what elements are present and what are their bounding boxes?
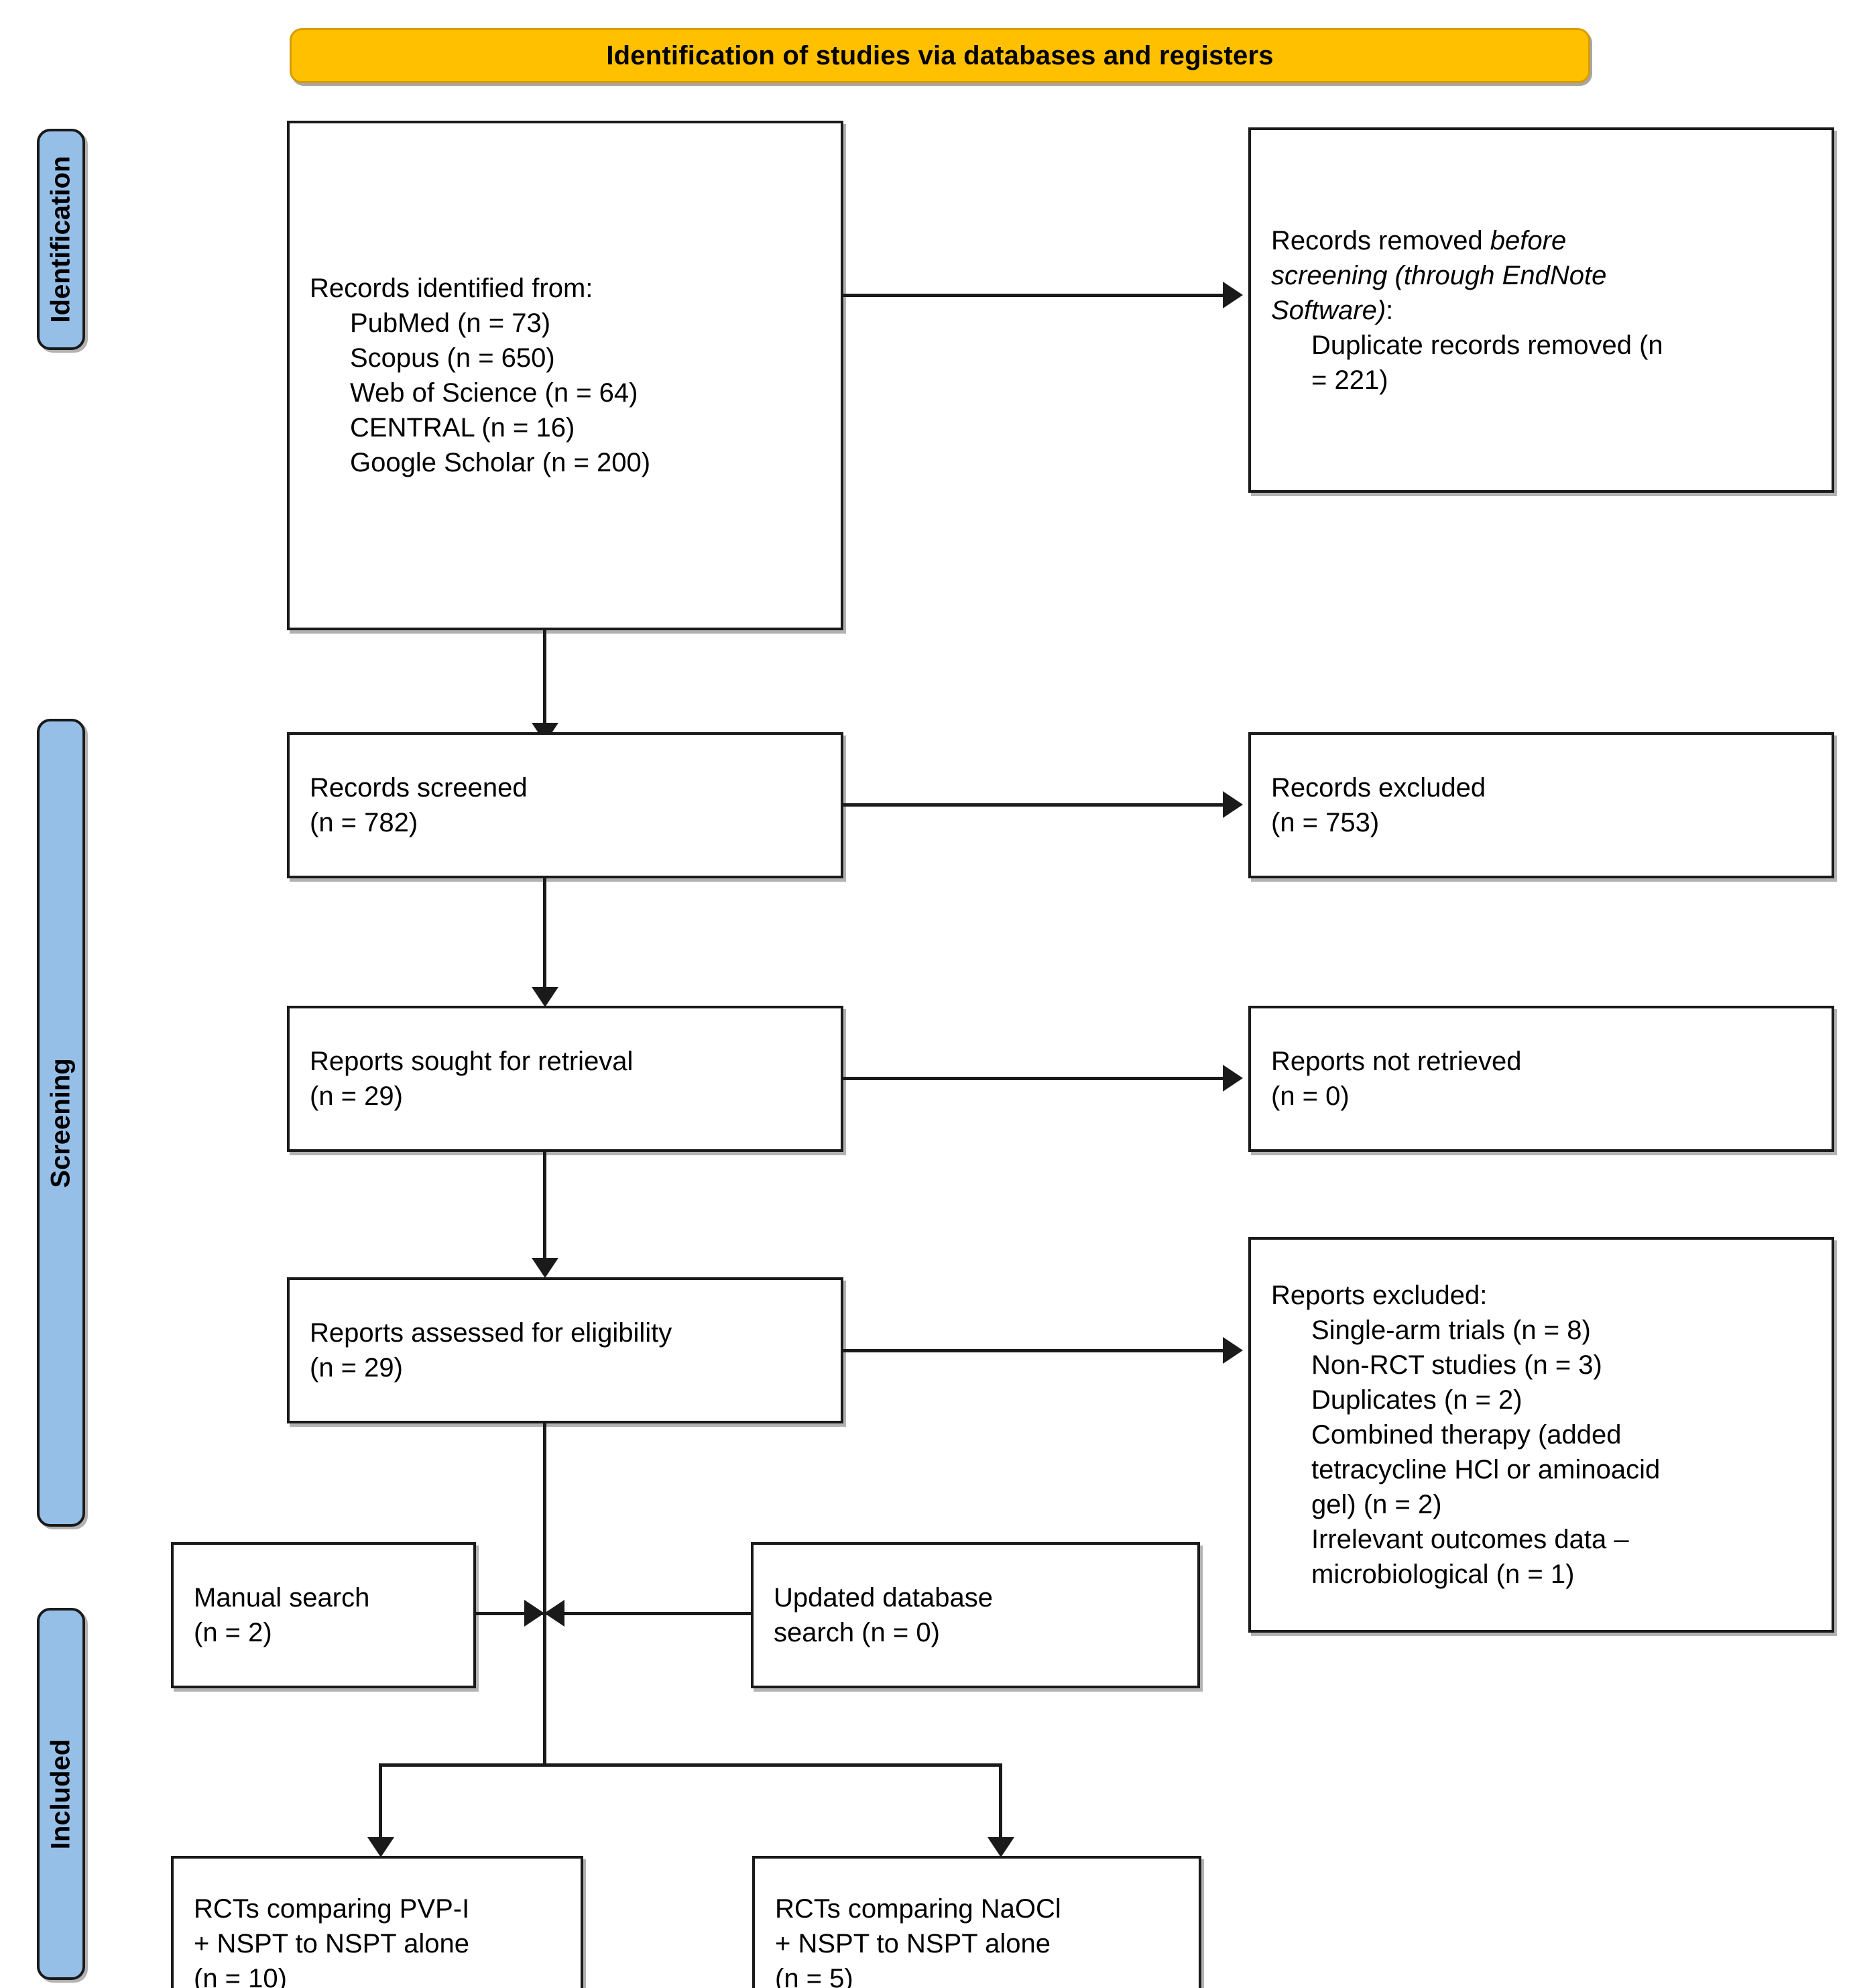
records-removed-line-3: Software): xyxy=(1271,293,1811,328)
connector-assessed-to-excluded xyxy=(843,1349,1223,1352)
reports-excluded-item-4: tetracycline HCl or aminoacid xyxy=(1311,1455,1661,1484)
connector-included-split-bar xyxy=(379,1763,1002,1767)
node-reports-assessed: Reports assessed for eligibility (n = 29… xyxy=(287,1277,843,1423)
records-identified-item-1: Scopus (n = 650) xyxy=(350,343,555,373)
stage-label-screening: Screening xyxy=(46,1057,76,1188)
records-screened-line-1: Records screened xyxy=(310,773,528,803)
arrow-assessed-to-excluded xyxy=(1223,1337,1243,1364)
reports-excluded-item-1: Non-RCT studies (n = 3) xyxy=(1311,1350,1602,1380)
connector-identified-to-screened xyxy=(543,630,546,724)
node-records-removed-before-screening: Records removed before screening (throug… xyxy=(1248,127,1834,493)
node-records-screened: Records screened (n = 782) xyxy=(287,732,843,878)
records-identified-item-2: Web of Science (n = 64) xyxy=(350,378,638,408)
records-identified-item-4: Google Scholar (n = 200) xyxy=(350,448,651,477)
reports-assessed-line-2: (n = 29) xyxy=(310,1353,403,1383)
reports-assessed-line-1: Reports assessed for eligibility xyxy=(310,1318,672,1348)
records-removed-line-3-plain: : xyxy=(1386,295,1394,325)
stage-label-identification: Identification xyxy=(46,156,76,323)
rct-naocl-line-1: RCTs comparing NaOCl xyxy=(775,1894,1061,1924)
reports-excluded-item-5: gel) (n = 2) xyxy=(1311,1490,1442,1519)
records-removed-line-1-italic: before xyxy=(1490,225,1567,255)
manual-search-line-2: (n = 2) xyxy=(194,1618,272,1647)
records-identified-item-0: PubMed (n = 73) xyxy=(350,308,551,338)
connector-split-left-drop xyxy=(379,1763,382,1840)
reports-excluded-heading: Reports excluded: xyxy=(1271,1281,1488,1310)
records-removed-item-1: = 221) xyxy=(1311,365,1388,395)
rct-pvpi-line-1: RCTs comparing PVP-I xyxy=(194,1894,470,1924)
records-removed-item-0: Duplicate records removed (n xyxy=(1311,330,1663,360)
connector-identified-to-removed xyxy=(843,294,1223,297)
connector-sought-to-not-retrieved xyxy=(843,1077,1223,1080)
records-excluded-line-2: (n = 753) xyxy=(1271,808,1380,837)
records-removed-line-2: screening (through EndNote xyxy=(1271,260,1607,290)
manual-search-line-1: Manual search xyxy=(194,1583,370,1613)
node-manual-search: Manual search (n = 2) xyxy=(171,1542,476,1688)
arrow-updated-search-to-spine xyxy=(544,1600,564,1627)
arrow-screened-to-sought xyxy=(532,987,558,1007)
reports-sought-line-1: Reports sought for retrieval xyxy=(310,1047,634,1076)
connector-screened-to-excluded xyxy=(843,803,1223,807)
rct-pvpi-line-2: + NSPT to NSPT alone xyxy=(194,1929,469,1958)
reports-not-retrieved-line-1: Reports not retrieved xyxy=(1271,1047,1522,1076)
phase-banner-title: Identification of studies via databases … xyxy=(606,40,1274,70)
stage-sidebar-identification: Identification xyxy=(37,129,85,350)
reports-excluded-item-0: Single-arm trials (n = 8) xyxy=(1311,1315,1591,1345)
records-removed-line-3-italic: Software) xyxy=(1271,295,1386,325)
connector-sought-to-assessed xyxy=(543,1152,546,1259)
arrow-identified-to-removed xyxy=(1223,282,1243,308)
reports-excluded-item-7: microbiological (n = 1) xyxy=(1311,1560,1575,1589)
node-records-excluded: Records excluded (n = 753) xyxy=(1248,732,1834,878)
rct-naocl-line-2: + NSPT to NSPT alone xyxy=(775,1929,1051,1958)
node-reports-excluded: Reports excluded: Single-arm trials (n =… xyxy=(1248,1237,1834,1633)
updated-search-line-1: Updated database xyxy=(774,1583,993,1613)
node-rcts-pvpi: RCTs comparing PVP-I + NSPT to NSPT alon… xyxy=(171,1856,583,1988)
arrow-manual-search-to-spine xyxy=(524,1600,544,1627)
reports-sought-line-2: (n = 29) xyxy=(310,1081,403,1111)
connector-screened-to-sought xyxy=(543,878,546,989)
connector-updated-search-to-spine xyxy=(544,1612,752,1615)
arrow-sought-to-not-retrieved xyxy=(1223,1065,1243,1092)
updated-search-line-2: search (n = 0) xyxy=(774,1618,940,1647)
records-screened-line-2: (n = 782) xyxy=(310,808,418,837)
arrow-to-rct-pvpi xyxy=(367,1837,394,1857)
records-excluded-line-1: Records excluded xyxy=(1271,773,1486,803)
rct-pvpi-line-3: (n = 10) xyxy=(194,1964,287,1988)
node-reports-not-retrieved: Reports not retrieved (n = 0) xyxy=(1248,1006,1834,1152)
reports-not-retrieved-line-2: (n = 0) xyxy=(1271,1081,1350,1111)
reports-excluded-item-2: Duplicates (n = 2) xyxy=(1311,1385,1522,1415)
arrow-to-rct-naocl xyxy=(988,1837,1014,1857)
records-identified-item-3: CENTRAL (n = 16) xyxy=(350,413,575,443)
connector-split-right-drop xyxy=(999,1763,1002,1840)
arrow-screened-to-excluded xyxy=(1223,791,1243,818)
reports-excluded-item-6: Irrelevant outcomes data – xyxy=(1311,1525,1629,1554)
stage-sidebar-screening: Screening xyxy=(37,719,85,1527)
arrow-sought-to-assessed xyxy=(532,1258,558,1278)
node-records-identified: Records identified from: PubMed (n = 73)… xyxy=(287,121,843,630)
connector-manual-search-to-spine xyxy=(476,1612,546,1615)
reports-excluded-item-3: Combined therapy (added xyxy=(1311,1420,1622,1450)
connector-assessed-to-included-spine xyxy=(543,1423,546,1765)
stage-sidebar-included: Included xyxy=(37,1608,85,1980)
records-identified-heading: Records identified from: xyxy=(310,274,593,303)
node-reports-sought: Reports sought for retrieval (n = 29) xyxy=(287,1006,843,1152)
rct-naocl-line-3: (n = 5) xyxy=(775,1964,853,1988)
records-removed-line-1-plain: Records removed xyxy=(1271,225,1490,255)
records-removed-line-1: Records removed before xyxy=(1271,223,1811,258)
node-rcts-naocl: RCTs comparing NaOCl + NSPT to NSPT alon… xyxy=(752,1856,1201,1988)
node-updated-database-search: Updated database search (n = 0) xyxy=(751,1542,1200,1688)
phase-banner-identification: Identification of studies via databases … xyxy=(290,28,1590,83)
stage-label-included: Included xyxy=(46,1739,76,1849)
